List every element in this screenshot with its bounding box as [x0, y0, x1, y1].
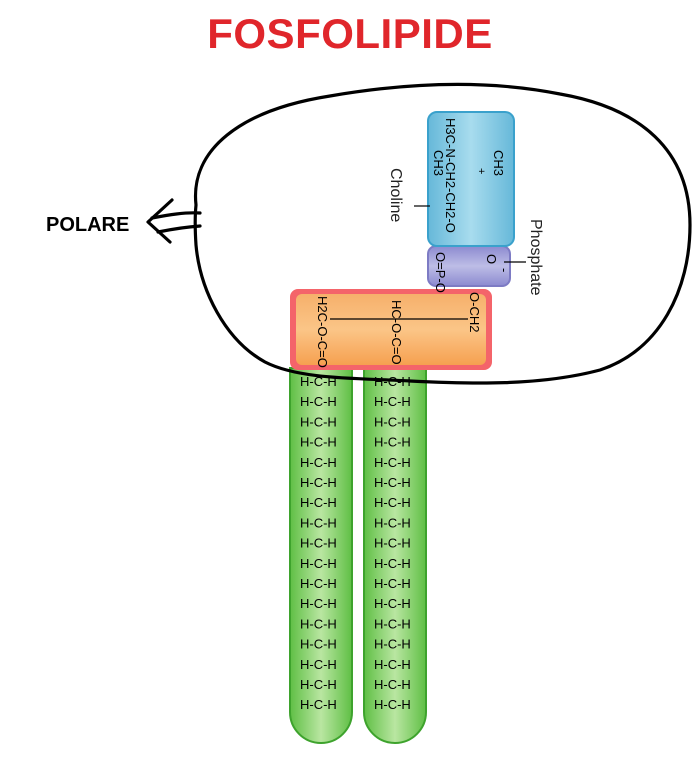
tail-right-unit: H-C-H	[374, 394, 411, 409]
tail-left-unit: H-C-H	[300, 475, 337, 490]
tail-left-unit: H-C-H	[300, 515, 337, 530]
tail-left-unit: H-C-H	[300, 455, 337, 470]
tail-right-unit: H-C-H	[374, 495, 411, 510]
tail-right-unit: H-C-H	[374, 414, 411, 429]
tail-left-unit: H-C-H	[300, 394, 337, 409]
phosphate-group: O=P-O O -	[427, 245, 526, 293]
tail-right-unit: H-C-H	[374, 616, 411, 631]
tail-right-unit: H-C-H	[374, 697, 411, 712]
phosphate-row2-text: O=P-O	[433, 252, 448, 293]
tail-right-unit: H-C-H	[374, 475, 411, 490]
tail-left-unit: H-C-H	[300, 576, 337, 591]
tail-left-unit: H-C-H	[300, 657, 337, 672]
tail-right-unit: H-C-H	[374, 536, 411, 551]
polar-label: POLARE	[46, 214, 130, 236]
tail-left-unit: H-C-H	[300, 616, 337, 631]
tail-right-unit: H-C-H	[374, 576, 411, 591]
tail-right-unit: H-C-H	[374, 556, 411, 571]
choline-row1-text: CH3	[491, 150, 506, 176]
choline-group: H3C-N-CH2-CH2-O CH3 CH3 +	[414, 111, 515, 247]
tail-left-unit: H-C-H	[300, 435, 337, 450]
choline-label: Choline	[387, 168, 404, 222]
tail-left-unit: H-C-H	[300, 697, 337, 712]
tail-right-unit: H-C-H	[374, 455, 411, 470]
tail-left-unit: H-C-H	[300, 414, 337, 429]
choline-charge-text: +	[475, 168, 487, 174]
tail-right-unit: H-C-H	[374, 677, 411, 692]
tail-chain-right: H-C-H H-C-H H-C-H H-C-H H-C-H H-C-H H-C-H H-C-H…	[374, 374, 411, 712]
tail-left-unit: H-C-H	[300, 637, 337, 652]
phosphate-row1-text: O	[484, 254, 499, 264]
tail-left-unit: H-C-H	[300, 596, 337, 611]
tail-left-unit: H-C-H	[300, 556, 337, 571]
tail-chain-left: H-C-H H-C-H H-C-H H-C-H H-C-H H-C-H H-C-H H-C-H…	[300, 374, 337, 712]
tail-right-unit: H-C-H	[374, 596, 411, 611]
tail-right	[363, 367, 427, 744]
tail-right-unit: H-C-H	[374, 435, 411, 450]
tail-right-unit: H-C-H	[374, 515, 411, 530]
polar-arrow	[146, 198, 202, 244]
choline-row3-text: CH3	[431, 150, 446, 176]
polar-head-outline	[193, 82, 692, 385]
diagram-title: FOSFOLIPIDE	[207, 10, 493, 57]
fatty-acid-tails: H-C-H H-C-H H-C-H H-C-H H-C-H H-C-H H-C-H H-C-H…	[289, 367, 427, 744]
tail-right-unit: H-C-H	[374, 637, 411, 652]
tail-left	[289, 367, 353, 744]
glycerol-group: H2C-O-C=O HC-O-C=O O-CH2	[290, 289, 492, 370]
choline-row2-text: H3C-N-CH2-CH2-O	[443, 118, 458, 233]
tail-right-unit: H-C-H	[374, 657, 411, 672]
tail-left-unit: H-C-H	[300, 536, 337, 551]
glycerol-left-text: H2C-O-C=O	[315, 296, 330, 368]
tail-left-unit: H-C-H	[300, 677, 337, 692]
glycerol-middle-text: HC-O-C=O	[389, 300, 404, 365]
phosphate-label: Phosphate	[527, 219, 544, 296]
glycerol-right-text: O-CH2	[467, 292, 482, 332]
tail-left-unit: H-C-H	[300, 495, 337, 510]
phosphate-charge-text: -	[497, 268, 512, 272]
